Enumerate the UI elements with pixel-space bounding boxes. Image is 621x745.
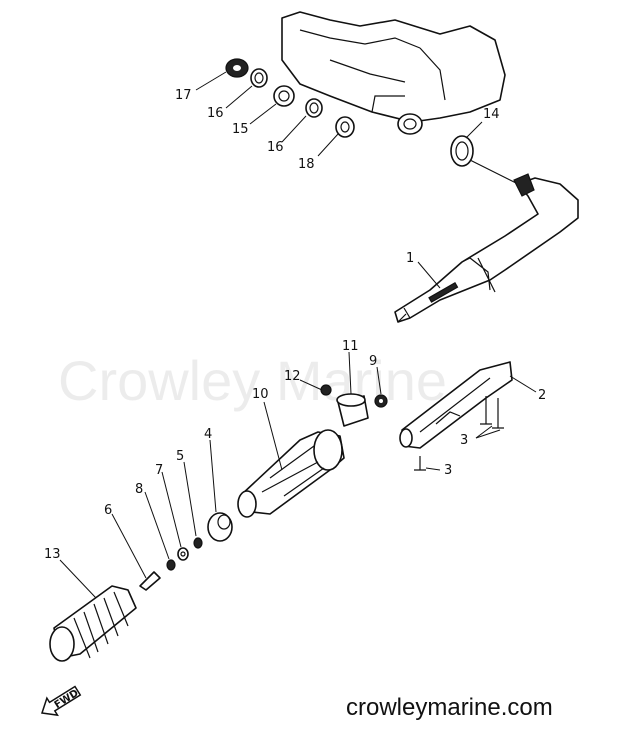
grip-body-10 — [237, 429, 345, 518]
screw-12 — [320, 384, 332, 396]
washer-8 — [166, 559, 176, 571]
callout-18: 18 — [298, 157, 315, 172]
callout-11: 11 — [342, 339, 359, 354]
callout-6: 6 — [104, 503, 112, 518]
callout-1: 1 — [406, 251, 414, 266]
washer-16b — [305, 98, 323, 118]
callout-16b: 16 — [267, 140, 284, 155]
bolt-3b — [414, 456, 426, 471]
washer-4 — [207, 512, 233, 542]
callout-9: 9 — [369, 354, 377, 369]
website-text: crowleymarine.com — [346, 694, 553, 721]
callout-7: 7 — [155, 463, 163, 478]
bolt-3a — [480, 396, 504, 429]
leader-lines — [59, 71, 537, 599]
nut-9 — [374, 394, 388, 408]
throttle-arm — [399, 361, 513, 449]
bracket-housing — [281, 11, 506, 135]
watermark-text: Crowley Marine — [58, 349, 447, 412]
callout-14: 14 — [483, 107, 500, 122]
grip-13 — [49, 585, 137, 662]
steering-handle — [394, 159, 579, 323]
screw-6 — [139, 571, 161, 591]
callout-5: 5 — [176, 449, 184, 464]
callout-8: 8 — [135, 482, 143, 497]
fwd-arrow: FWD — [41, 685, 82, 717]
callout-13: 13 — [44, 547, 61, 562]
callout-12: 12 — [284, 369, 301, 384]
callout-15: 15 — [232, 122, 249, 137]
spring-5 — [193, 537, 203, 549]
callout-17: 17 — [175, 88, 192, 103]
callout-labels: 17 16 15 16 18 14 1 2 3 3 11 9 12 10 4 5… — [44, 88, 546, 562]
callout-10: 10 — [252, 387, 269, 402]
bushing-14 — [450, 135, 474, 167]
washer-7 — [177, 547, 189, 561]
callout-3a: 3 — [460, 433, 468, 448]
bushing-15 — [273, 85, 295, 107]
callout-3b: 3 — [444, 463, 452, 478]
washer-16a — [250, 68, 268, 88]
callout-4: 4 — [204, 427, 212, 442]
cap-11 — [336, 393, 369, 427]
washer-18 — [335, 116, 355, 138]
washer-17 — [225, 58, 249, 78]
callout-2: 2 — [538, 388, 546, 403]
callout-16a: 16 — [207, 106, 224, 121]
